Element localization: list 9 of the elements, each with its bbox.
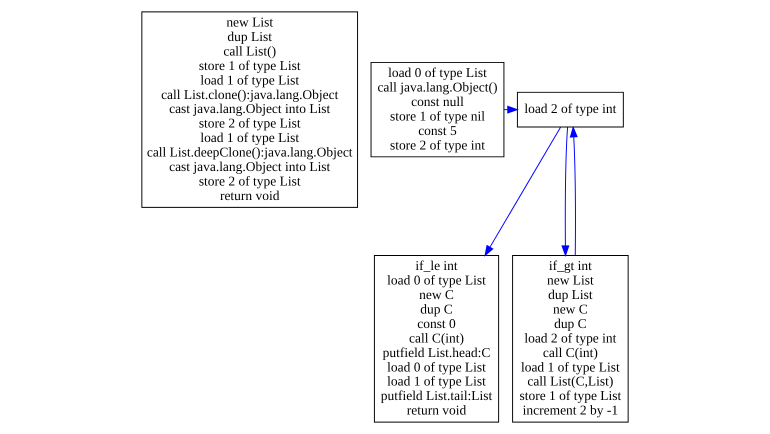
node-box: load 0 of type List call java.lang.Object() const null store 1 of type nil const 5 store 2 of type int [370, 62, 504, 158]
node-box: if_gt int new List dup List new C dup C load 2 of type int call C(int) load 1 of type List call List(C,List) store 1 of type List increment 2 by -1 [512, 255, 629, 423]
arrow [561, 126, 570, 257]
node-box: load 2 of type int [516, 92, 624, 128]
node-box: new List dup List call List() store 1 of type List load 1 of type List call List.clone():java.lang.Object cast java.lang.Object into List store 2 of type List load 1 of type List call List.deepClone():java.lang.Object cast java.lang.Object into List store 2 of type List return void [141, 11, 358, 208]
arrow [504, 106, 519, 114]
node-box: if_le int load 0 of type List new C dup C const 0 call C(int) putfield List.head:C load 0 of type List load 1 of type List putfield List.tail:List return void [374, 255, 500, 423]
arrow [570, 126, 578, 256]
arrow [484, 126, 562, 257]
